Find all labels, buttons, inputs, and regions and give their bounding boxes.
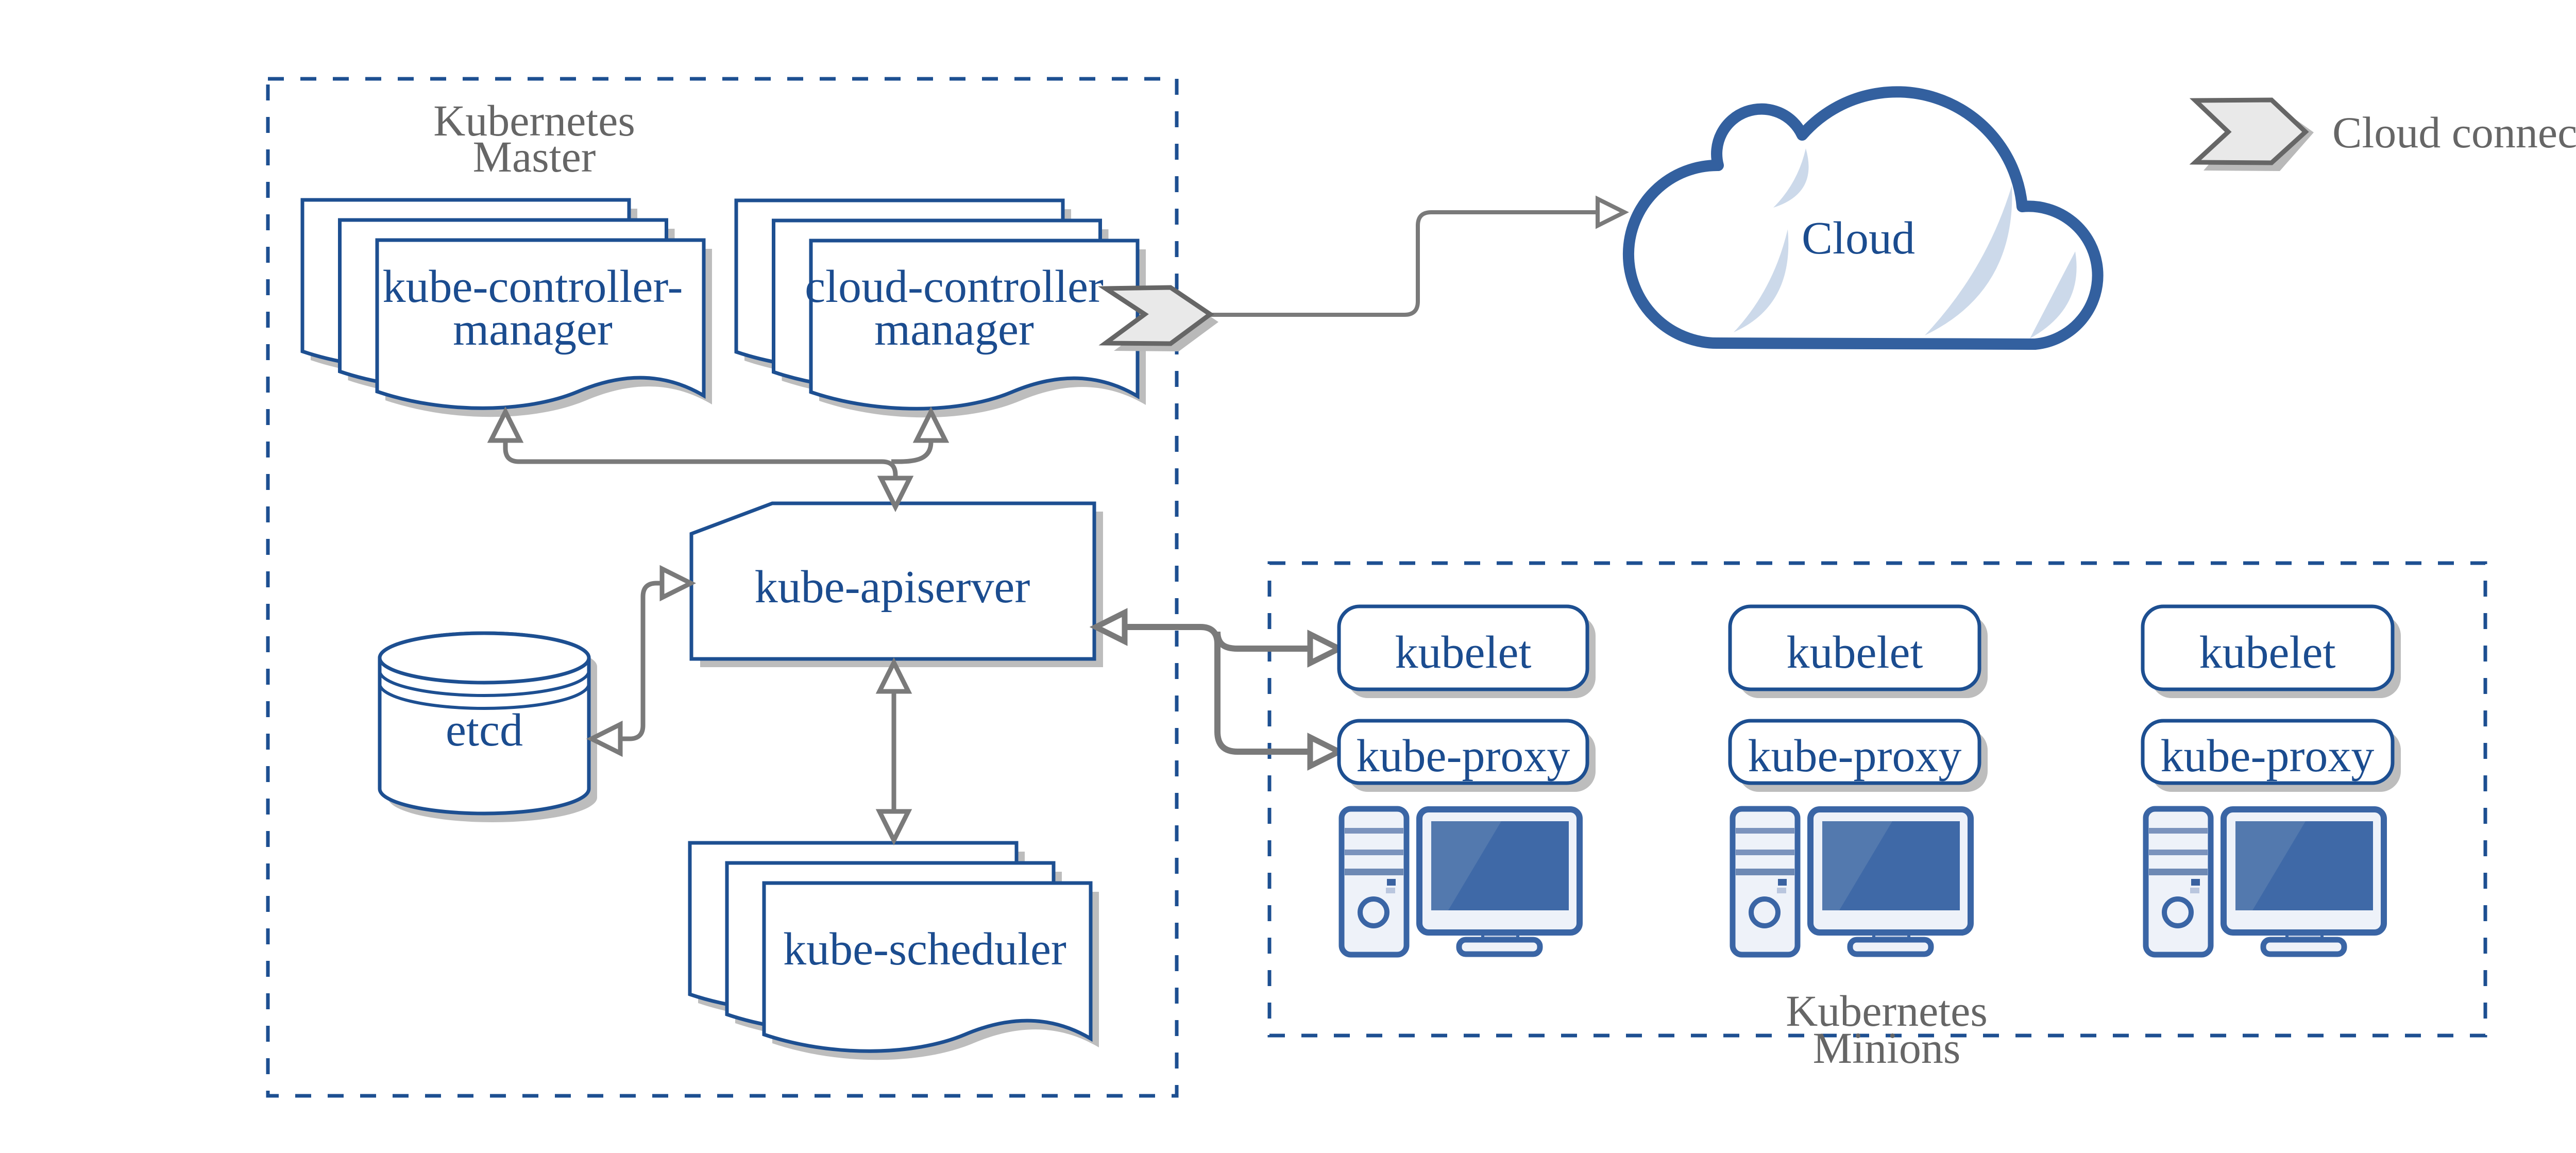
svg-text:Minions: Minions (1813, 1023, 1961, 1073)
svg-text:etcd: etcd (446, 705, 523, 756)
svg-text:kube-controller-: kube-controller- (383, 261, 683, 312)
svg-text:kubelet: kubelet (1395, 627, 1532, 678)
svg-text:kubelet: kubelet (2199, 627, 2336, 678)
svg-text:Cloud connector: Cloud connector (2332, 108, 2576, 157)
svg-text:kube-proxy: kube-proxy (2161, 731, 2375, 782)
svg-text:kube-proxy: kube-proxy (1748, 731, 1962, 782)
svg-text:Kubernetes: Kubernetes (1786, 986, 1988, 1036)
svg-text:Cloud: Cloud (1802, 213, 1915, 264)
svg-text:Master: Master (473, 132, 596, 181)
svg-text:kube-scheduler: kube-scheduler (783, 924, 1066, 975)
svg-text:manager: manager (874, 304, 1034, 355)
svg-text:kube-apiserver: kube-apiserver (755, 562, 1030, 613)
svg-text:kubelet: kubelet (1787, 627, 1923, 678)
svg-text:cloud-controller: cloud-controller (805, 261, 1104, 312)
svg-text:kube-proxy: kube-proxy (1357, 731, 1570, 782)
svg-text:manager: manager (453, 304, 613, 355)
svg-text:Kubernetes: Kubernetes (433, 96, 635, 145)
